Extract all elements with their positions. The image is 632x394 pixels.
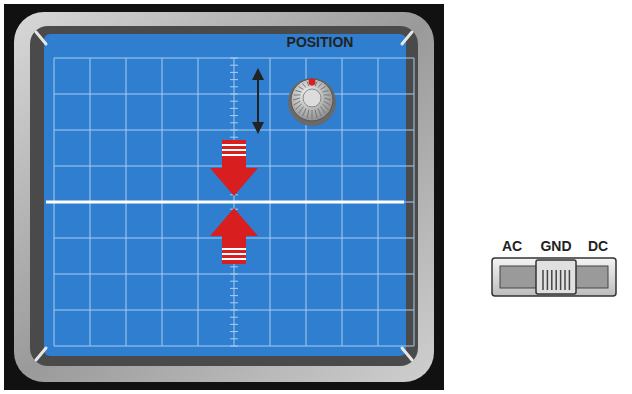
stroke	[230, 86, 238, 87]
stroke	[318, 84, 322, 88]
screen-bezel	[14, 12, 434, 382]
stroke	[296, 104, 302, 110]
stroke	[230, 79, 238, 80]
stroke	[303, 108, 307, 116]
stroke	[299, 87, 304, 90]
stroke	[230, 324, 238, 325]
stroke	[230, 108, 238, 109]
stroke	[230, 137, 238, 138]
screen-frame	[4, 4, 444, 390]
stroke	[230, 122, 238, 123]
switch-label: DC	[588, 238, 608, 254]
stroke	[230, 266, 238, 267]
stroke	[312, 110, 313, 119]
red-arrows	[210, 140, 258, 264]
stroke	[307, 110, 309, 119]
stroke	[296, 91, 302, 93]
stroke	[230, 115, 238, 116]
control-label: POSITION	[287, 34, 354, 50]
trace	[46, 201, 404, 204]
stroke	[54, 274, 414, 275]
stroke	[303, 84, 307, 88]
stroke	[564, 270, 566, 290]
stroke	[555, 270, 557, 290]
screen	[44, 34, 406, 356]
stroke	[230, 274, 238, 275]
stroke	[542, 270, 544, 290]
stroke	[54, 130, 414, 131]
stroke	[324, 94, 331, 95]
stroke	[230, 130, 238, 131]
stroke	[293, 98, 300, 100]
stroke	[569, 270, 571, 290]
stroke	[54, 58, 414, 59]
stroke	[315, 110, 317, 119]
stroke	[230, 72, 238, 73]
stroke	[230, 317, 238, 318]
stroke	[230, 331, 238, 332]
stroke	[54, 310, 414, 311]
stroke	[322, 91, 328, 93]
stroke	[299, 106, 304, 113]
stroke	[551, 270, 553, 290]
position-knob	[252, 68, 336, 134]
stroke	[54, 94, 414, 95]
stroke	[230, 302, 238, 303]
stroke	[294, 94, 301, 95]
stroke	[230, 310, 238, 311]
stroke	[230, 65, 238, 66]
stroke	[230, 288, 238, 289]
stroke	[230, 281, 238, 282]
stroke	[230, 295, 238, 296]
stroke	[230, 101, 238, 102]
stroke	[560, 270, 562, 290]
coupling-switch	[492, 258, 616, 296]
stroke	[320, 87, 325, 90]
stroke	[324, 101, 331, 105]
stroke	[294, 101, 301, 105]
stroke	[54, 346, 414, 347]
stroke	[322, 104, 328, 110]
stroke	[318, 108, 322, 116]
stroke	[324, 98, 331, 100]
stroke	[320, 106, 325, 113]
stroke	[230, 58, 238, 59]
stroke	[230, 338, 238, 339]
stroke	[230, 346, 238, 347]
stroke	[230, 94, 238, 95]
switch-label: GND	[540, 238, 571, 254]
stroke	[547, 270, 549, 290]
switch-label: AC	[502, 238, 522, 254]
